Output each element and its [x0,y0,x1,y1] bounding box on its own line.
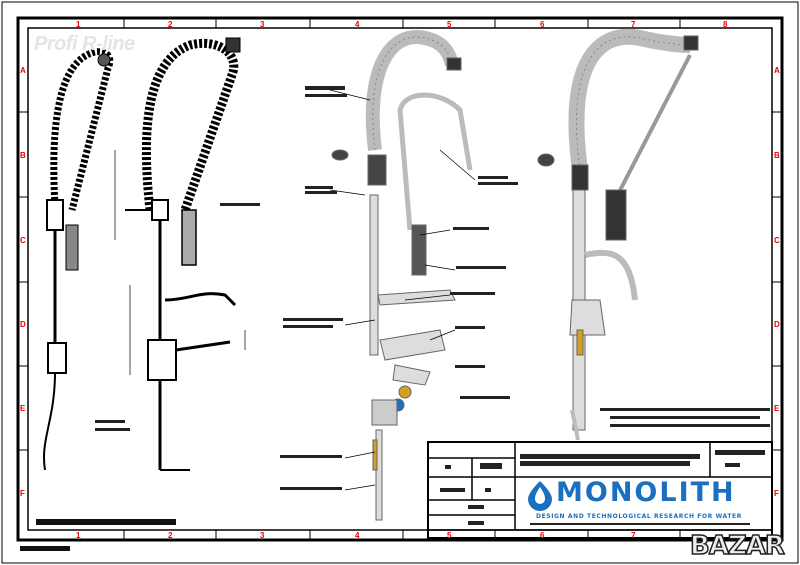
grid-row-label: D [774,320,780,329]
faucet-side-view [43,48,114,471]
water-drop-icon [528,481,552,511]
company-logo: MONOLITH DESIGN AND TECHNOLOGICAL RESEAR… [516,477,772,525]
callout-leaders [329,89,476,491]
grid-col-label: 4 [355,20,360,29]
grid-row-label: E [20,404,26,413]
grid-row-label: C [20,236,26,245]
sheet-number-placeholder [20,546,70,551]
grid-row-label: A [20,66,26,75]
faucet-assembled-view [537,28,699,441]
callout-labels [95,86,770,490]
grid-col-label: 1 [76,531,81,540]
grid-row-label: B [774,151,780,160]
grid-row-label: C [774,236,780,245]
grid-col-label: 5 [447,531,452,540]
grid-col-label: 2 [168,20,173,29]
watermark-text: Profi R-line [34,33,135,55]
drawing-frame [16,16,784,542]
faucet-front-view [114,37,246,471]
inner-frame [27,27,773,531]
grid-ticks [18,18,782,540]
grid-col-label: 7 [631,531,636,540]
grid-row-label: D [20,320,26,329]
grid-col-label: 3 [260,531,265,540]
grid-row-label: E [774,404,780,413]
grid-row-label: B [20,151,26,160]
grid-col-label: 3 [260,20,265,29]
grid-col-label: 8 [723,20,728,29]
bazar-watermark: BAZAR [689,531,785,561]
grid-col-label: 7 [631,20,636,29]
bottom-note-placeholder [36,519,176,525]
grid-col-label: 5 [447,20,452,29]
faucet-exploded-view [331,30,473,521]
grid-col-label: 1 [76,20,81,29]
title-block-grid [427,441,773,539]
grid-col-label: 6 [540,20,545,29]
title-block-text [440,450,765,525]
grid-col-label: 6 [540,531,545,540]
company-tagline: DESIGN AND TECHNOLOGICAL RESEARCH FOR WA… [536,513,742,520]
company-name: MONOLITH [556,477,736,508]
grid-row-label: A [774,66,780,75]
grid-row-label: F [774,489,779,498]
grid-row-label: F [20,489,25,498]
grid-col-label: 2 [168,531,173,540]
grid-col-label: 4 [355,531,360,540]
